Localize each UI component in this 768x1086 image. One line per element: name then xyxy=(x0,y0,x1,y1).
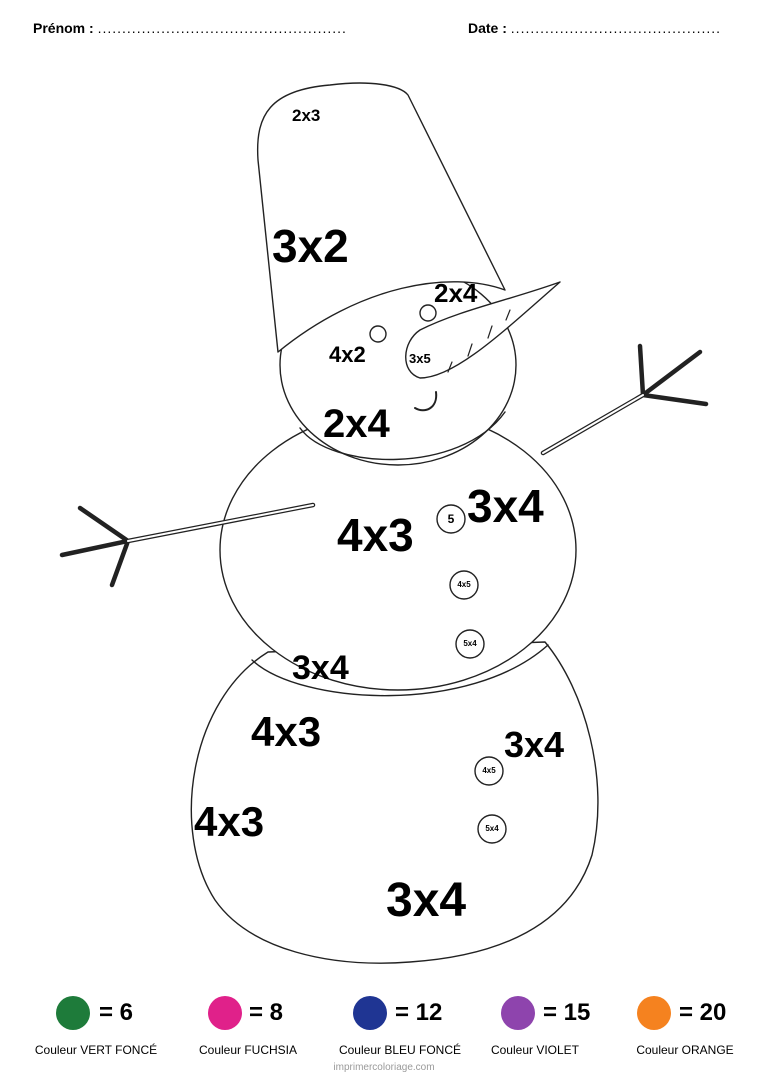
eye-right xyxy=(419,304,437,322)
zone-chin: 2x4 xyxy=(323,402,390,446)
legend-caption: Couleur VERT FONCÉ xyxy=(34,1043,158,1057)
name-field[interactable]: Prénom : ...............................… xyxy=(33,20,347,36)
name-dots: ........................................… xyxy=(97,20,347,36)
name-label: Prénom : xyxy=(33,20,94,36)
body-band xyxy=(251,644,549,697)
zone-base-bottom: 3x4 xyxy=(386,874,467,927)
button-5-label: 5x4 xyxy=(485,824,499,833)
right-arm xyxy=(540,343,709,456)
button-3 xyxy=(455,629,485,659)
zone-base-right: 3x4 xyxy=(504,724,565,765)
button-2 xyxy=(449,570,479,600)
legend-caption: Couleur BLEU FONCÉ xyxy=(338,1043,462,1057)
legend-value: = 12 xyxy=(395,999,443,1026)
zone-body-lower: 3x4 xyxy=(292,649,349,687)
legend-value: = 6 xyxy=(99,999,134,1026)
legend-caption: Couleur ORANGE xyxy=(636,1043,734,1057)
button-5 xyxy=(477,814,507,844)
button-1 xyxy=(436,504,466,534)
legend-violet: = 15 Couleur VIOLET xyxy=(460,996,610,1066)
legend-caption: Couleur VIOLET xyxy=(490,1043,580,1057)
legend-caption: Couleur FUCHSIA xyxy=(198,1043,298,1057)
legend-green: = 6 Couleur VERT FONCÉ xyxy=(21,996,171,1066)
dark-blue-swatch-icon xyxy=(353,996,387,1030)
smile xyxy=(414,391,438,412)
orange-swatch-icon xyxy=(637,996,671,1030)
button-4 xyxy=(474,756,504,786)
site-footer: imprimercoloriage.com xyxy=(333,1062,435,1073)
zone-face-cheek: 2x4 xyxy=(434,278,478,308)
zone-body-right: 3x4 xyxy=(467,480,544,532)
green-swatch-icon xyxy=(56,996,90,1030)
zone-hat-top: 2x3 xyxy=(292,106,321,125)
date-dots: ........................................… xyxy=(510,20,722,36)
violet-swatch-icon xyxy=(501,996,535,1030)
zone-face-left: 4x2 xyxy=(329,342,366,367)
zone-base-left: 4x3 xyxy=(194,798,265,845)
zone-hat-side: 3x2 xyxy=(272,220,349,272)
legend-fuchsia: = 8 Couleur FUCHSIA xyxy=(173,996,323,1066)
legend-value: = 15 xyxy=(543,999,591,1026)
eye-left xyxy=(369,325,387,343)
hat xyxy=(256,82,506,353)
legend-value: = 8 xyxy=(249,999,284,1026)
zone-carrot: 3x5 xyxy=(409,351,431,366)
button-1-label: 5 xyxy=(447,512,455,526)
button-2-label: 4x5 xyxy=(457,580,471,589)
zone-body-main: 4x3 xyxy=(337,509,414,561)
fuchsia-swatch-icon xyxy=(208,996,242,1030)
date-label: Date : xyxy=(468,20,507,36)
date-field[interactable]: Date : .................................… xyxy=(468,20,721,36)
button-3-label: 5x4 xyxy=(463,639,477,648)
zone-base-top: 4x3 xyxy=(251,708,322,755)
legend-orange: = 20 Couleur ORANGE xyxy=(610,996,760,1066)
button-4-label: 4x5 xyxy=(482,766,496,775)
neck-band xyxy=(299,411,506,461)
snowman-base xyxy=(190,641,599,964)
legend-dark-blue: = 12 Couleur BLEU FONCÉ xyxy=(325,996,475,1066)
carrot xyxy=(405,281,561,379)
legend-value: = 20 xyxy=(679,999,727,1026)
